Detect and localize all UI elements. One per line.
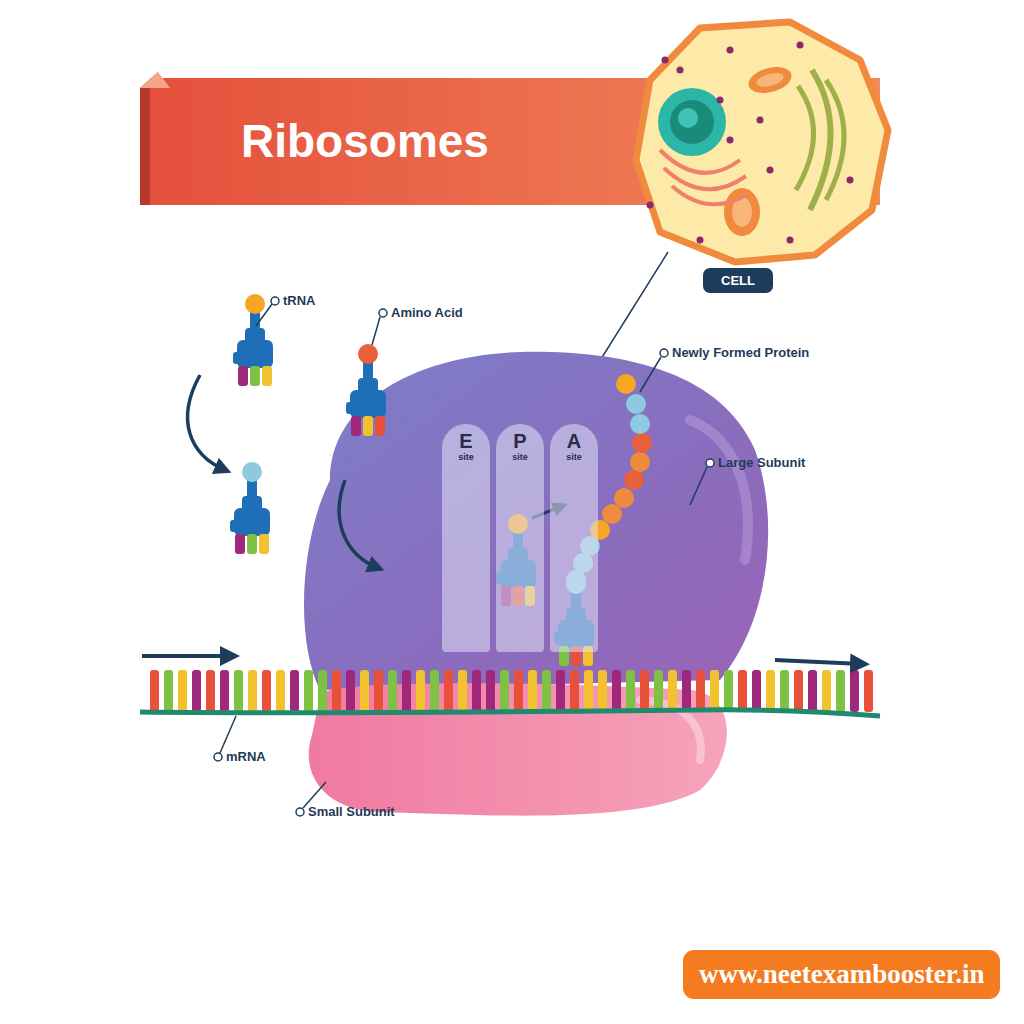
- part-label: mRNA: [226, 749, 266, 764]
- leader-lines: [214, 297, 714, 816]
- label-text: CELL: [721, 273, 755, 288]
- trna-shape: [346, 344, 386, 436]
- part-label: Amino Acid: [391, 305, 463, 320]
- label-text: A: [550, 430, 598, 452]
- label-text: Amino Acid: [391, 305, 463, 320]
- ribosome-site: Psite: [496, 424, 544, 652]
- cell-picture: [636, 22, 888, 262]
- label-text: mRNA: [226, 749, 266, 764]
- mrna-strand: [150, 670, 873, 712]
- ribosome-site: Asite: [550, 424, 598, 652]
- part-label: Newly Formed Protein: [672, 345, 809, 360]
- trna-group: [230, 294, 594, 666]
- title-text: Ribosomes: [241, 114, 489, 168]
- direction-arrow: [775, 660, 862, 664]
- ribosome-site: Esite: [442, 424, 490, 652]
- trna-shape: [230, 462, 270, 554]
- label-text: www.neetexambooster.in: [699, 959, 984, 990]
- curved-arrow: [339, 480, 378, 568]
- cell-tag: CELL: [703, 268, 773, 293]
- label-text: site: [442, 452, 490, 463]
- label-text: site: [550, 452, 598, 463]
- direction-arrow: [142, 654, 232, 658]
- part-label: tRNA: [283, 293, 316, 308]
- label-text: P: [496, 430, 544, 452]
- part-label: Large Subunit: [718, 455, 805, 470]
- label-text: Small Subunit: [308, 804, 395, 819]
- large-subunit: [304, 352, 768, 690]
- part-label: Small Subunit: [308, 804, 395, 819]
- trna-shape: [233, 294, 273, 386]
- website-box: www.neetexambooster.in: [683, 950, 1000, 999]
- label-text: Newly Formed Protein: [672, 345, 809, 360]
- label-text: E: [442, 430, 490, 452]
- label-text: site: [496, 452, 544, 463]
- mrna-backbone: [140, 710, 880, 716]
- curved-arrow: [188, 375, 225, 470]
- label-text: tRNA: [283, 293, 316, 308]
- label-text: Large Subunit: [718, 455, 805, 470]
